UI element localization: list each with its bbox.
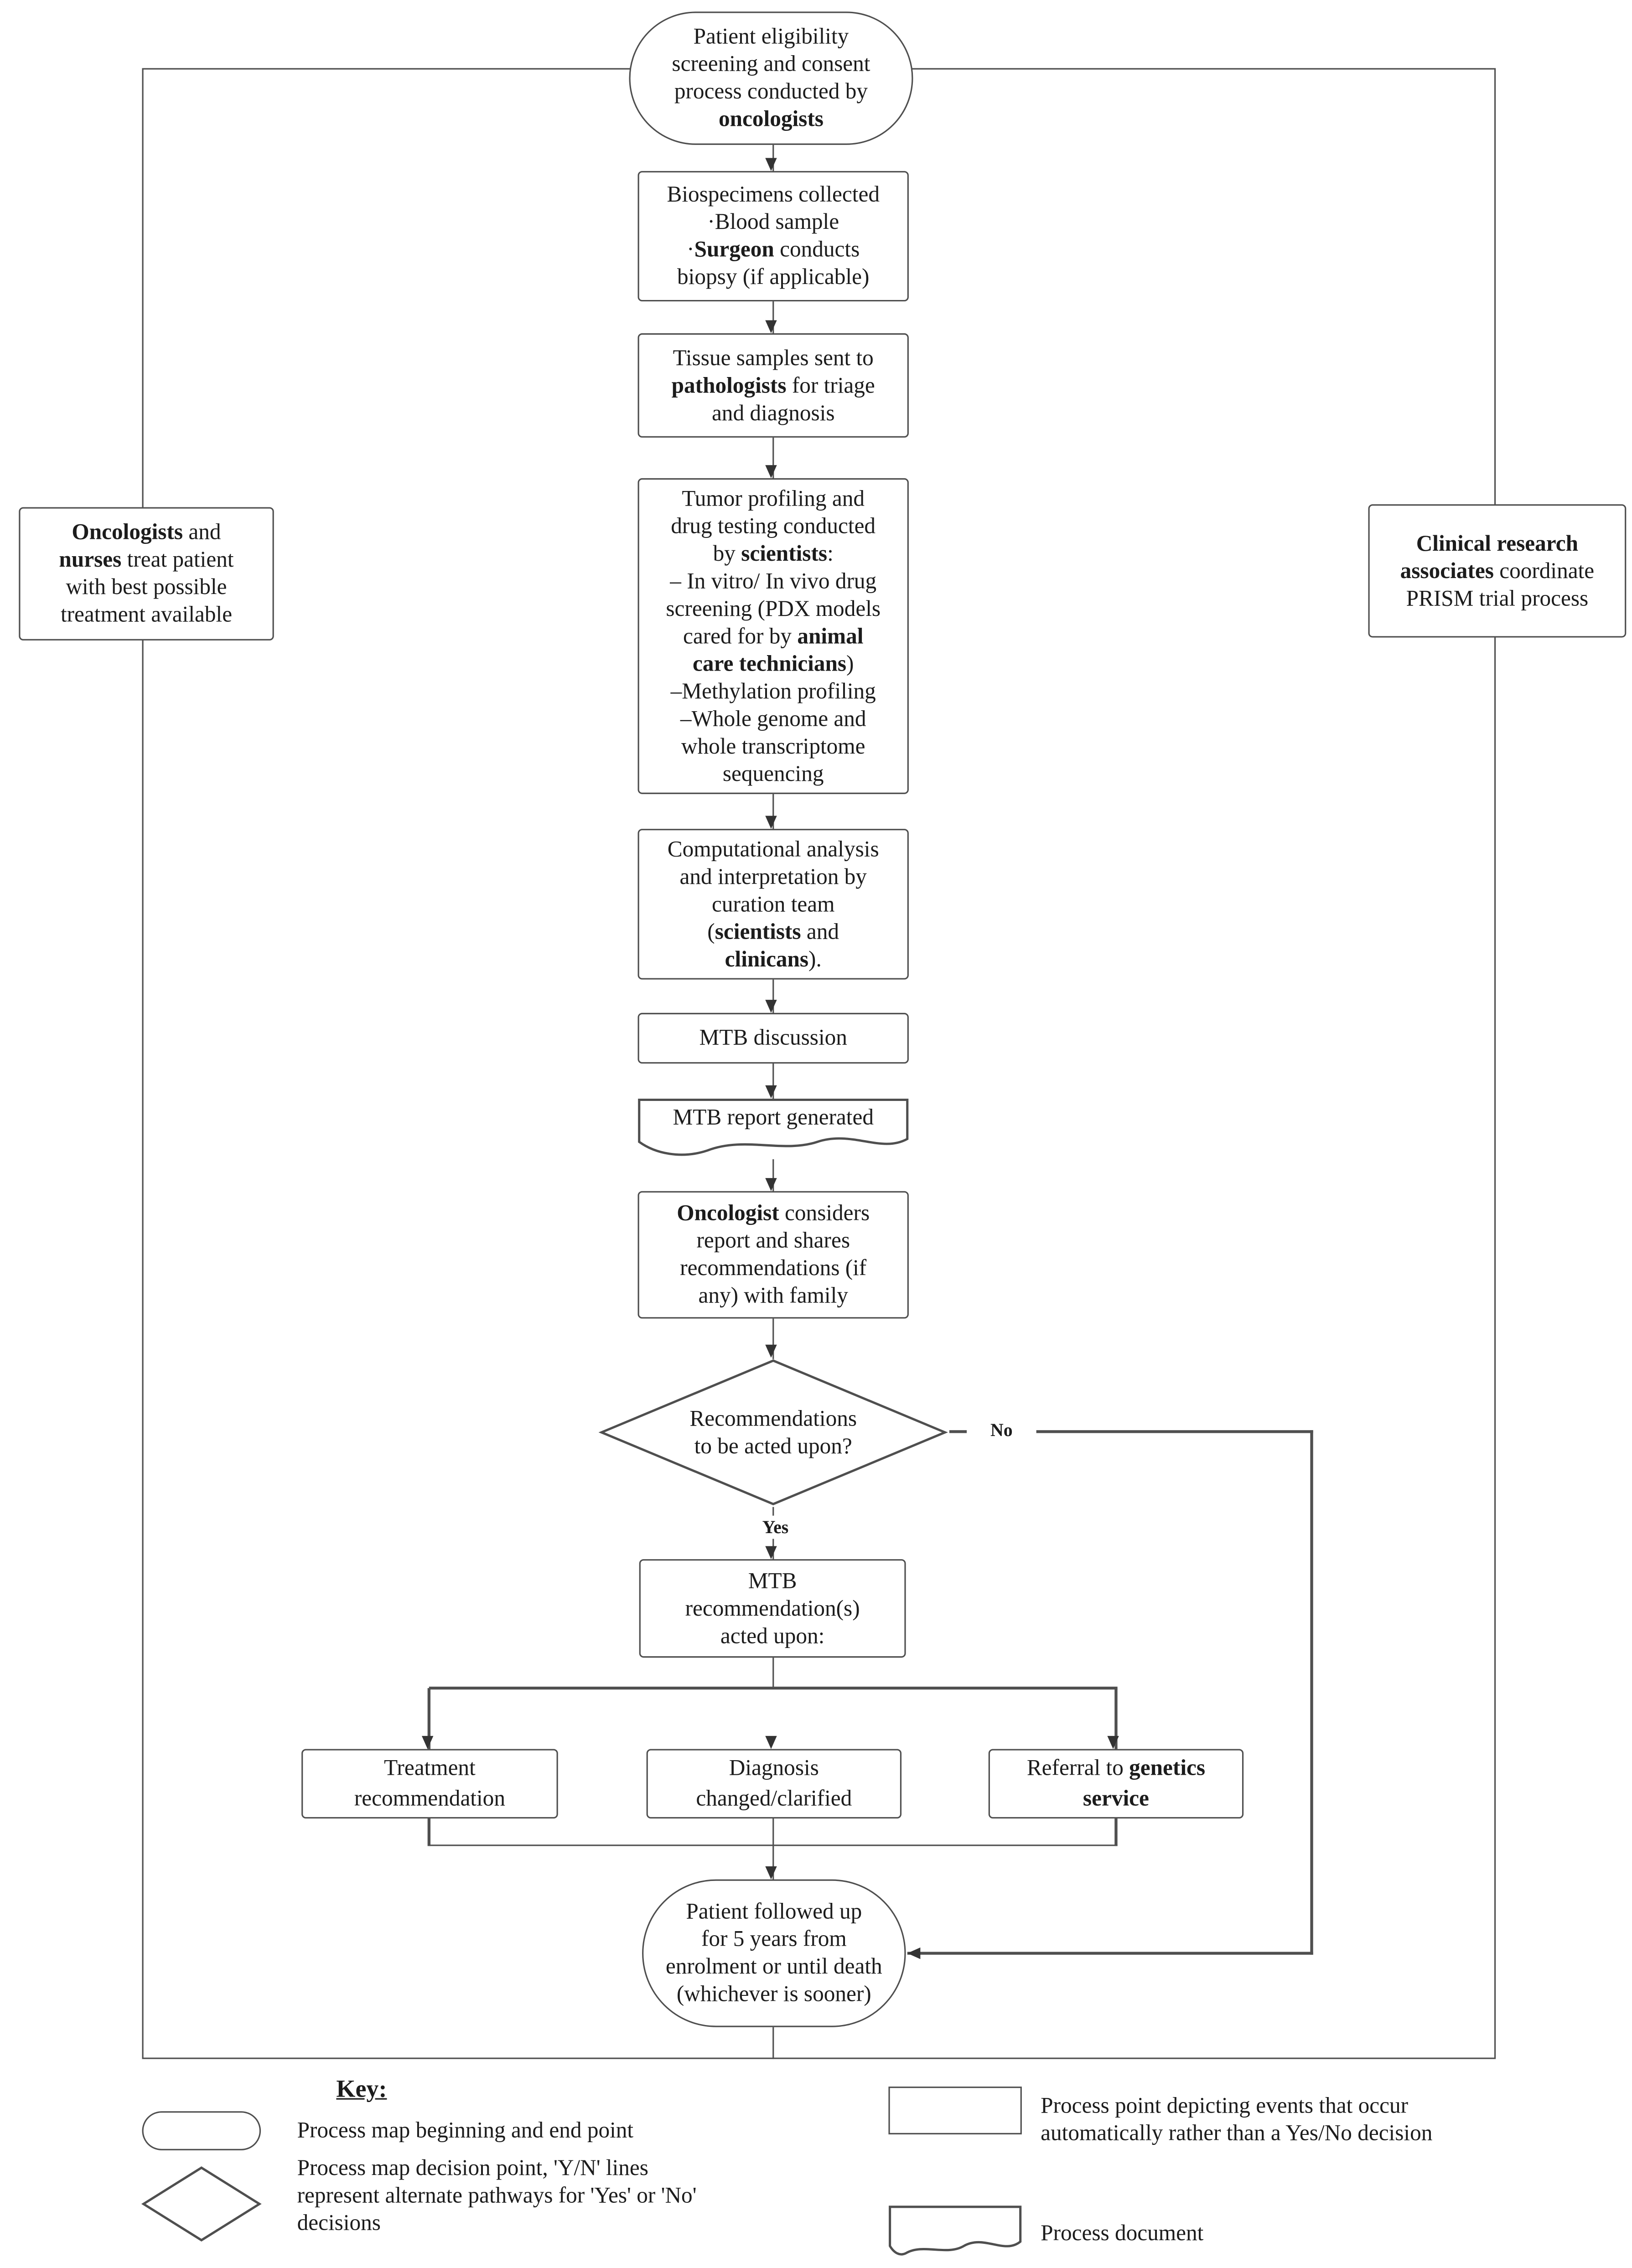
arrowhead [765,1736,777,1749]
connector-mtbdiscussion-report [772,1064,775,1100]
arrowhead [1107,1736,1119,1749]
arrowhead [765,1085,777,1099]
mtb-report-document: MTB report generated [638,1098,909,1159]
arrowhead [765,1344,777,1358]
decision-diamond-shape [598,1359,948,1506]
connector-report-oncologist [772,1159,775,1193]
branch-referral [1114,1688,1117,1749]
connector-biospecimens-tissue [772,301,775,335]
no-line-horizontal [949,1430,1313,1433]
arrowhead [765,1178,777,1191]
no-line-return [907,1952,1313,1955]
arrowhead [765,1000,777,1013]
document-shape [638,1098,909,1156]
connector-mtbrec-split [772,1658,775,1688]
merge-right [1114,1819,1117,1846]
arrowhead [765,158,777,171]
yes-edge-label: Yes [741,1515,810,1539]
key-label-document: Process document [1041,2221,1204,2246]
arrowhead [907,1947,921,1958]
arrowhead [765,816,777,829]
key-label-terminator: Process map beginning and end point [297,2118,634,2144]
decision-icon [140,2165,262,2251]
arrowhead [765,1866,777,1880]
arrowhead [765,320,777,334]
document-icon [888,2206,1022,2268]
no-edge-label: No [967,1418,1036,1442]
connector-tissue-tumor [772,437,775,480]
connector-oncologist-decision [772,1318,775,1359]
arrowhead [765,1546,777,1560]
process-mtb-discussion: MTB discussion [637,1013,909,1064]
connector-tumor-computational [772,794,775,831]
key-label-process: Process point depicting events that occu… [1041,2093,1433,2146]
split-line [429,1686,1118,1689]
branch-treatment [428,1688,430,1749]
connector-computational-mtbdiscussion [772,979,775,1014]
connector-diagnosis-end [772,1819,775,1881]
merge-left [428,1819,430,1846]
arrowhead [765,465,777,478]
process-biospecimens: Biospecimens collected·Blood sample·Surg… [637,171,909,302]
no-line-vertical [1311,1430,1313,1955]
process-icon [888,2087,1022,2134]
arrowhead [422,1736,434,1749]
key-title: Key: [336,2075,387,2103]
terminator-icon [142,2111,261,2150]
connector-end-frame [772,2027,775,2059]
